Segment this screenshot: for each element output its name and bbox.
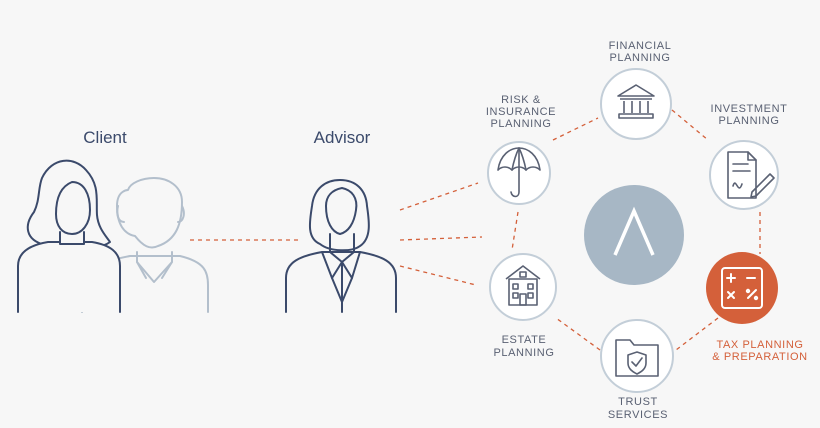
financial-planning-label-1: FINANCIAL (609, 40, 672, 52)
risk-insurance-node: RISK & INSURANCE PLANNING (486, 94, 556, 205)
financial-planning-label-2: PLANNING (609, 52, 670, 64)
advisor-icon (285, 179, 397, 313)
advisor-label: Advisor (314, 128, 371, 147)
trust-services-node: TRUST SERVICES (600, 319, 674, 421)
folder-shield-icon (615, 339, 659, 377)
ring-trust-estate (555, 317, 601, 351)
investment-planning-node: INVESTMENT PLANNING (709, 103, 788, 210)
estate-label-2: PLANNING (493, 347, 554, 359)
ring-tax-trust (675, 317, 719, 351)
umbrella-icon (497, 147, 541, 198)
investment-label-1: INVESTMENT (711, 103, 788, 115)
tax-planning-node: TAX PLANNING & PREPARATION (706, 252, 807, 363)
advisor-risk-connector (399, 182, 479, 211)
connector-lines (190, 109, 761, 351)
client-woman-icon (17, 159, 121, 313)
investment-label-2: PLANNING (718, 115, 779, 127)
tax-label-2: & PREPARATION (712, 351, 807, 363)
tax-label-1: TAX PLANNING (716, 339, 803, 351)
risk-label-3: PLANNING (490, 118, 551, 130)
risk-label-2: INSURANCE (486, 106, 556, 118)
calculator-icon (721, 267, 763, 309)
document-pen-icon (727, 151, 775, 199)
trust-label-1: TRUST (618, 396, 658, 408)
ring-financial-investment (671, 109, 709, 141)
ring-risk-estate (511, 211, 519, 251)
estate-label-1: ESTATE (502, 334, 547, 346)
risk-label-1: RISK & (501, 94, 541, 106)
advisor-center-connector (399, 236, 483, 241)
ring-risk-financial (552, 117, 599, 141)
house-icon (505, 265, 541, 306)
financial-planning-node: FINANCIAL PLANNING (600, 40, 672, 140)
bank-building-icon (617, 84, 655, 119)
advisor-estate-connector (399, 265, 477, 286)
estate-planning-node: ESTATE PLANNING (489, 253, 557, 359)
chevron-up-logo-icon (613, 206, 655, 256)
client-label: Client (83, 128, 127, 147)
center-logo (584, 185, 684, 285)
trust-label-2: SERVICES (608, 409, 668, 421)
